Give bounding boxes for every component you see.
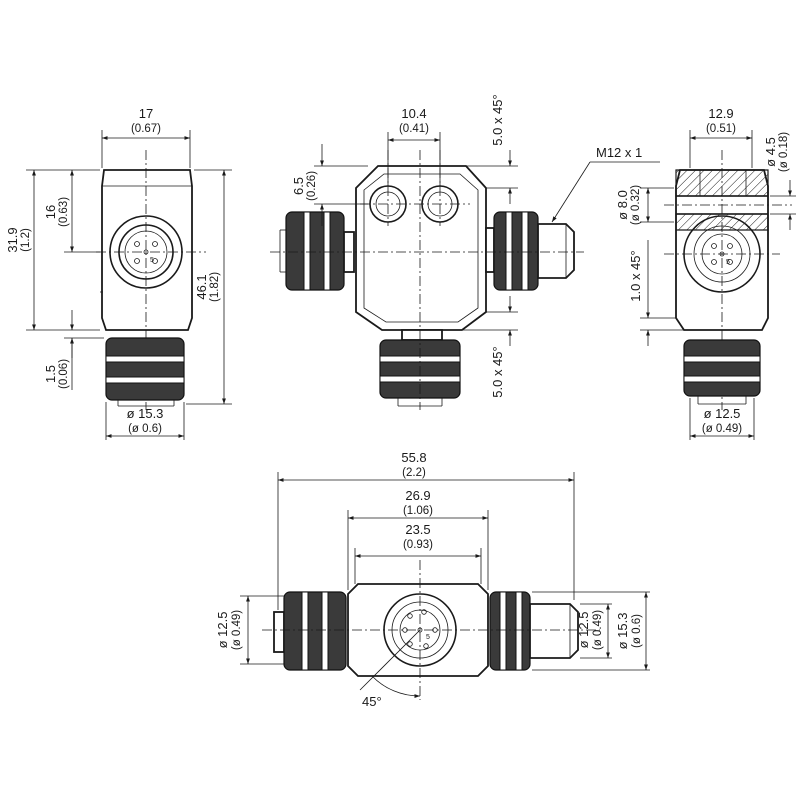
right-width-in: (0.51) (706, 123, 736, 135)
left-width-mm: 17 (139, 106, 153, 121)
bottom-mid-in: (1.06) (403, 505, 433, 517)
left-pin-label: 5 (150, 257, 154, 264)
front-width-in: (0.41) (399, 123, 429, 135)
right-pin-label: 5 (726, 259, 730, 266)
right-view-nut (683, 339, 761, 397)
left-height-in: (1.2) (20, 228, 32, 252)
front-right-nut (493, 211, 539, 291)
right-diameter-mm: ø 12.5 (704, 406, 741, 421)
left-view-nut (105, 337, 185, 401)
left-diameter-in: (ø 0.6) (128, 423, 162, 435)
right-hole-large-in: (ø 0.32) (630, 185, 642, 225)
left-diameter-mm: ø 15.3 (127, 406, 164, 421)
bottom-angle: 45° (362, 694, 382, 709)
bottom-left-dia-mm: ø 12.5 (215, 612, 230, 649)
left-total-in: (1.82) (209, 272, 221, 302)
bottom-overall-mm: 55.8 (401, 450, 426, 465)
front-thread: M12 x 1 (596, 145, 642, 160)
front-chamfer-bottom: 5.0 x 45° (490, 346, 505, 397)
left-gap-in: (0.06) (58, 359, 70, 389)
front-chamfer-top: 5.0 x 45° (490, 94, 505, 145)
bottom-inner-in: (0.93) (403, 539, 433, 551)
right-width-mm: 12.9 (708, 106, 733, 121)
bottom-right-nut (489, 591, 531, 671)
left-upper-in: (0.63) (58, 197, 70, 227)
right-hole-small-mm: ø 4.5 (763, 137, 778, 167)
left-view: 5 17 (0.67) 31.9 (1.2) 16 (0.63) 1.5 (5, 106, 232, 440)
right-chamfer: 1.0 x 45° (628, 250, 643, 301)
front-hole-in: (0.26) (306, 171, 318, 201)
bottom-left-dia-in: (ø 0.49) (231, 610, 243, 650)
bottom-left-nut (283, 591, 347, 671)
front-hole-mm: 6.5 (291, 177, 306, 195)
front-width-mm: 10.4 (401, 106, 426, 121)
bottom-overall-in: (2.2) (402, 467, 426, 479)
right-hole-small-in: (ø 0.18) (778, 132, 790, 172)
bottom-right-dia1-mm: ø 12.5 (576, 612, 591, 649)
bottom-mid-mm: 26.9 (405, 488, 430, 503)
left-total-mm: 46.1 (194, 274, 209, 299)
bottom-right-dia2-mm: ø 15.3 (615, 613, 630, 650)
front-view: 10.4 (0.41) 6.5 (0.26) 5.0 x 45° 5.0 x 4… (270, 94, 660, 410)
right-hole-large-mm: ø 8.0 (615, 190, 630, 220)
bottom-right-dia1-in: (ø 0.49) (592, 610, 604, 650)
right-diameter-in: (ø 0.49) (702, 423, 742, 435)
left-upper-mm: 16 (43, 205, 58, 219)
front-left-nut (285, 211, 345, 291)
right-view: 5 12.9 (0.51) ø 4.5 (ø 0.18) ø 8.0 (ø 0.… (615, 106, 796, 440)
bottom-pin-label: 5 (426, 634, 430, 641)
bottom-inner-mm: 23.5 (405, 522, 430, 537)
bottom-right-dia2-in: (ø 0.6) (631, 614, 643, 648)
left-width-in: (0.67) (131, 123, 161, 135)
bottom-view: 5 45° 55.8 (2.2) 26.9 (1.06) 23.5 (0.93) (215, 450, 650, 709)
left-height-mm: 31.9 (5, 227, 20, 252)
left-gap-mm: 1.5 (43, 365, 58, 383)
